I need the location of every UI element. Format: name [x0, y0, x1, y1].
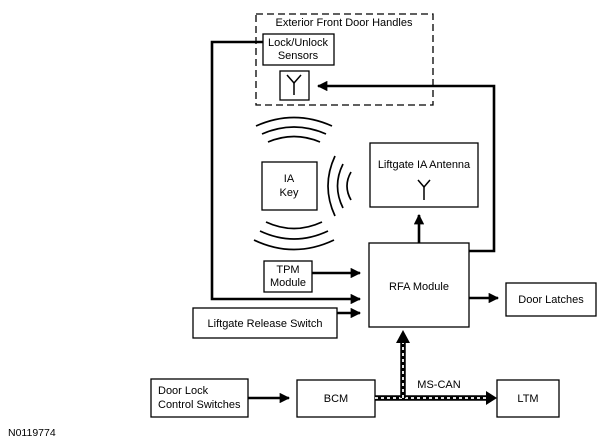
tpm-label-line1: TPM: [276, 264, 299, 276]
radio-wave-icon: [253, 221, 335, 251]
liftgate-release-switch-box: [192, 307, 338, 339]
tpm-module-box: [263, 260, 313, 293]
rfa-module-label: RFA Module: [389, 281, 449, 293]
sensors-label-line1: Lock/Unlock: [268, 37, 328, 49]
liftgate-switch-label: Liftgate Release Switch: [208, 318, 323, 330]
bcm-box: [296, 379, 376, 418]
figure-id-label: N0119774: [8, 427, 56, 439]
antenna-icon: [417, 179, 431, 200]
rfa-module-box: [368, 242, 470, 328]
exterior-handles-label: Exterior Front Door Handles: [276, 17, 413, 29]
ltm-label: LTM: [517, 393, 538, 405]
lock-unlock-sensors-box: [262, 33, 335, 66]
door-latches-box: [505, 282, 597, 317]
radio-wave-icon: [327, 155, 352, 217]
sensors-label-line2: Sensors: [278, 50, 319, 62]
antenna-icon: [286, 74, 302, 95]
ia-key-label-line2: Key: [280, 187, 299, 199]
door-lock-control-switches-box: [150, 378, 249, 418]
ltm-box: [496, 379, 560, 418]
door-lock-switches-label-line2: Control Switches: [158, 399, 241, 411]
radio-wave-icon: [255, 116, 333, 143]
bcm-label: BCM: [324, 393, 348, 405]
ms-can-bus: [375, 330, 497, 405]
ia-key-box: [261, 161, 318, 211]
ms-can-label: MS-CAN: [417, 379, 460, 391]
exterior-handles-frame: [255, 13, 434, 106]
liftgate-antenna-label: Liftgate IA Antenna: [378, 159, 471, 171]
tpm-label-line2: Module: [270, 277, 306, 289]
rfa-to-handle-antenna-wire: [316, 80, 496, 253]
sensors-to-rfa-wire: [210, 40, 362, 305]
door-latches-label: Door Latches: [518, 294, 584, 306]
door-lock-switches-label-line1: Door Lock: [158, 385, 209, 397]
ia-key-label-line1: IA: [284, 173, 295, 185]
